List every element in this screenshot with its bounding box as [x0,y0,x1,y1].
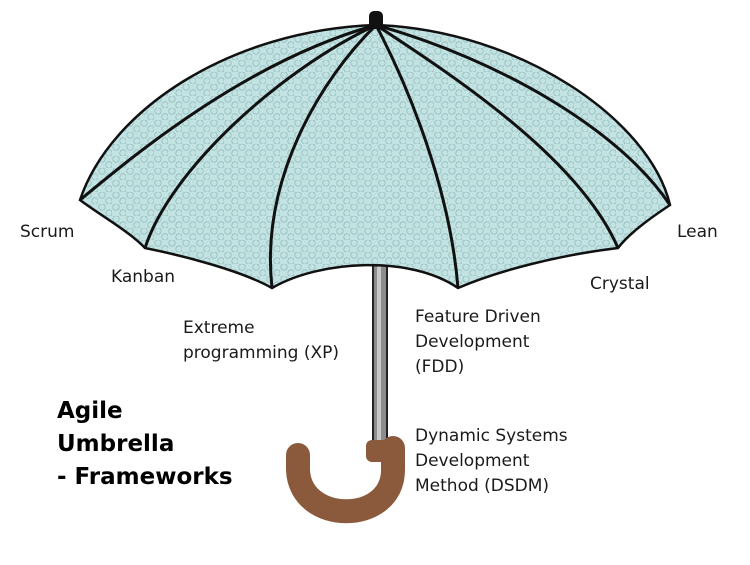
label-dsdm: Dynamic Systems Development Method (DSDM… [415,426,568,496]
label-extreme-programming: Extreme programming (XP) [183,318,339,363]
umbrella-ribs [79,23,672,289]
umbrella-canopy [78,23,672,290]
umbrella-handle [286,436,405,524]
title-line: - Frameworks [57,464,233,490]
label-crystal: Crystal [590,274,650,294]
diagram-title: Agile Umbrella - Frameworks [57,395,233,494]
umbrella-tip [369,11,383,29]
label-lean: Lean [677,222,718,242]
title-line: Agile [57,398,123,424]
label-scrum: Scrum [20,222,75,242]
label-feature-driven-development: Feature Driven Development (FDD) [415,307,541,377]
title-line: Umbrella [57,431,175,457]
label-kanban: Kanban [111,267,176,287]
